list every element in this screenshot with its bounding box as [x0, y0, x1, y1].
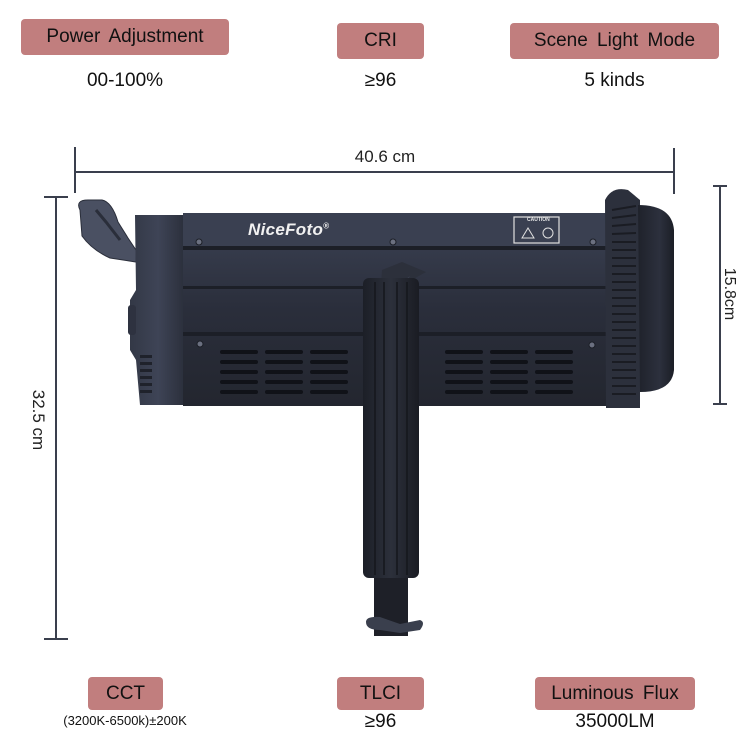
height-dimension-top-tick: [44, 196, 68, 198]
spec-value-cri: ≥96: [364, 70, 397, 91]
spec-badge-cct: CCT: [88, 677, 163, 710]
spec-badge-scene-light-mode: Scene Light Mode: [510, 23, 719, 59]
caution-label: CAUTION: [527, 217, 550, 223]
spec-badge-luminous-flux: Luminous Flux: [535, 677, 695, 710]
spec-value-power-adjustment: 00-100%: [86, 70, 164, 91]
spec-badge-cri: CRI: [337, 23, 424, 59]
registered-mark: ®: [323, 221, 330, 231]
width-dimension-right-tick: [673, 148, 675, 194]
head-height-dimension-bottom-tick: [713, 403, 727, 405]
height-dimension-bottom-tick: [44, 638, 68, 640]
brand-logo: NiceFoto®: [248, 220, 329, 240]
spec-value-cct: (3200K-6500k)±200K: [63, 713, 187, 728]
spec-badge-tlci: TLCI: [337, 677, 424, 710]
handle: [78, 199, 137, 263]
spec-value-tlci: ≥96: [364, 711, 397, 732]
width-dimension-line: [75, 171, 675, 173]
width-dimension-left-tick: [74, 147, 76, 193]
head-height-dimension-line: [719, 185, 721, 405]
spec-value-scene-light-mode: 5 kinds: [584, 70, 645, 91]
spec-value-luminous-flux: 35000LM: [575, 711, 655, 732]
width-dimension-label: 40.6 cm: [354, 147, 416, 166]
spec-badge-power-adjustment: Power Adjustment: [21, 19, 229, 55]
brand-name: NiceFoto: [248, 220, 324, 239]
height-dimension-line: [55, 197, 57, 639]
head-height-dimension-top-tick: [713, 185, 727, 187]
